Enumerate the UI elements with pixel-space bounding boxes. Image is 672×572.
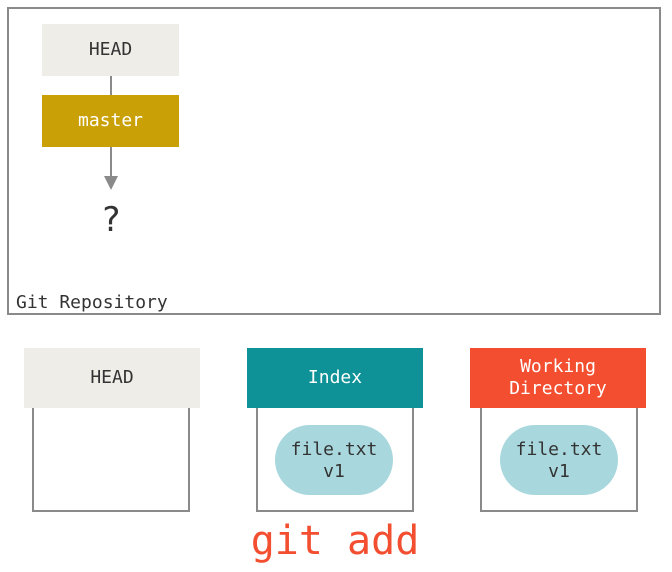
git-repository-label: Git Repository — [16, 292, 168, 313]
down-arrow-icon — [104, 176, 118, 190]
head-tree-body — [32, 408, 190, 512]
working-directory-header: Working Directory — [470, 348, 646, 408]
index-tree-header: Index — [247, 348, 423, 408]
master-to-commit-connector — [110, 147, 112, 177]
working-directory-file-pill: file.txt v1 — [500, 425, 618, 495]
index-file-pill: file.txt v1 — [275, 425, 393, 495]
head-pointer-box: HEAD — [42, 24, 179, 76]
head-to-master-connector — [110, 76, 112, 95]
git-add-command: git add — [250, 518, 420, 564]
head-tree-header: HEAD — [24, 348, 200, 408]
master-branch-box: master — [42, 95, 179, 147]
unknown-commit-marker: ? — [100, 200, 122, 240]
